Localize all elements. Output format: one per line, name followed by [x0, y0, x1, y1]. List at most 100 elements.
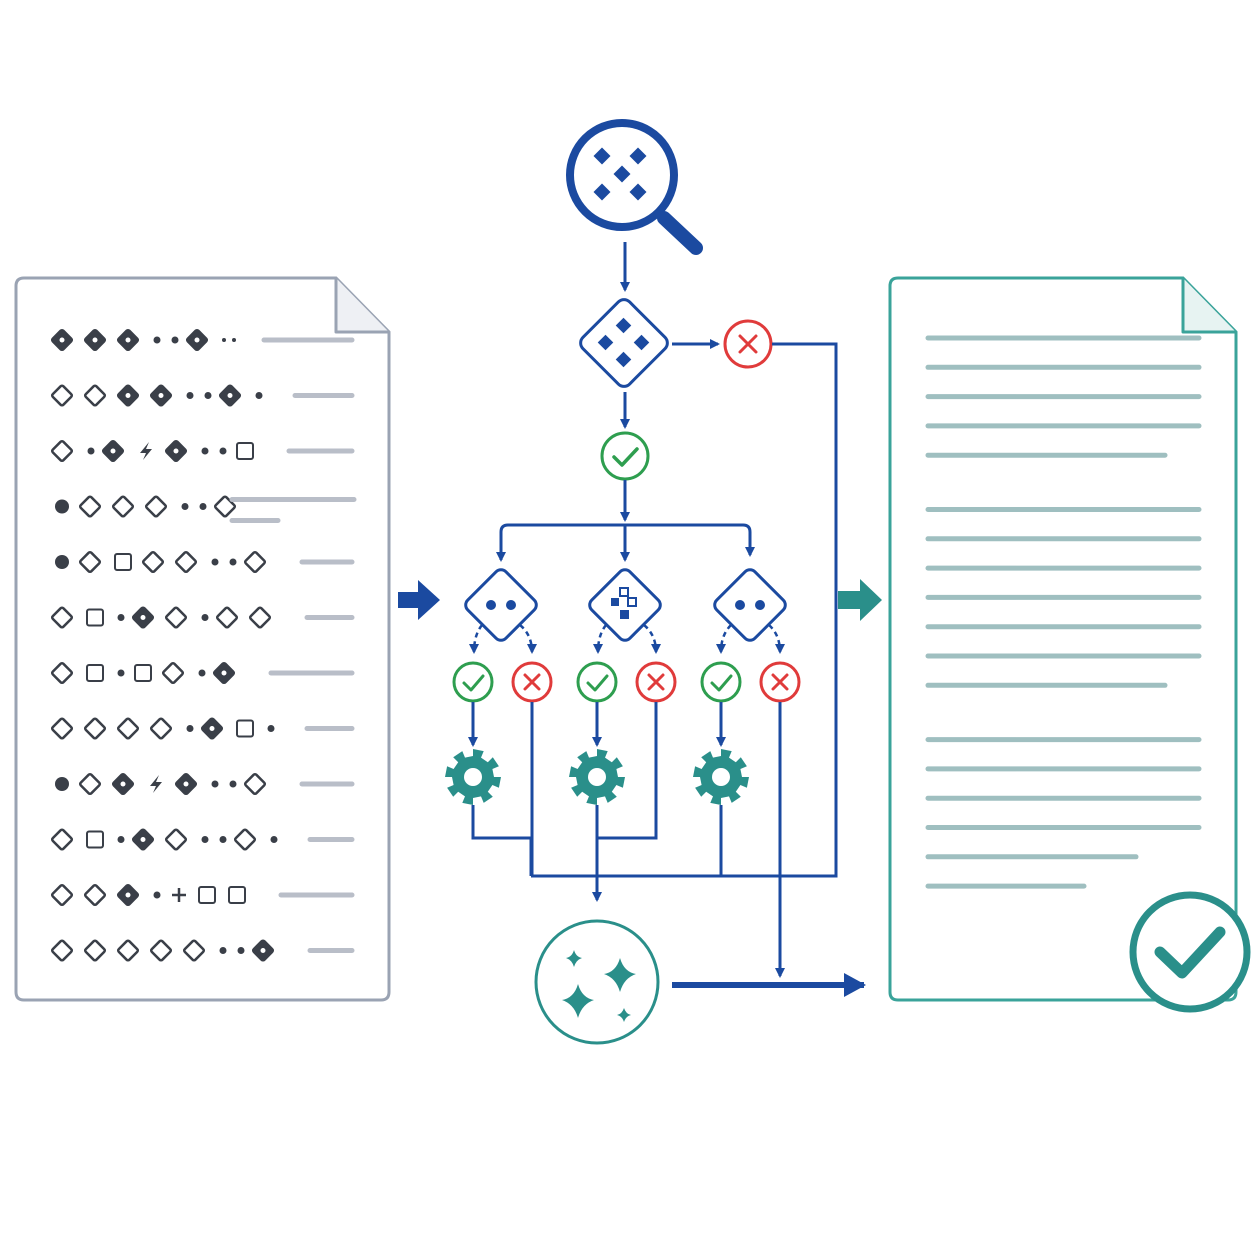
sparkles-icon — [534, 919, 660, 1045]
x-circle-icon — [723, 319, 773, 369]
outline-diamond-glyph — [233, 828, 257, 851]
dot-glyph — [219, 947, 227, 954]
outline-diamond-glyph — [50, 939, 74, 962]
dot-glyph — [87, 447, 95, 455]
dot-glyph — [201, 447, 209, 455]
plus-glyph — [172, 888, 186, 902]
dot-glyph — [117, 836, 125, 843]
outline-diamond-glyph — [50, 606, 74, 629]
outline-diamond-glyph — [149, 939, 173, 962]
glyph-row — [50, 606, 355, 629]
output-document-lines — [925, 335, 1202, 889]
dot-glyph — [204, 392, 212, 399]
dot-glyph — [211, 558, 219, 566]
input-arrow-icon — [398, 580, 440, 620]
outline-diamond-glyph — [248, 606, 272, 629]
dot-glyph — [186, 392, 194, 399]
outline-diamond-glyph — [83, 939, 107, 962]
bolt-glyph — [140, 442, 152, 460]
glyph-row — [50, 717, 355, 740]
outline-diamond-glyph — [243, 550, 267, 574]
outline-diamond-glyph — [78, 495, 102, 518]
square-glyph — [114, 553, 132, 571]
glyph-row — [50, 883, 355, 907]
glyph-row — [55, 495, 357, 523]
glyph-row — [50, 384, 355, 407]
dot-glyph — [211, 780, 219, 788]
square-glyph — [86, 830, 104, 849]
dot-glyph — [222, 338, 226, 342]
dot-glyph — [117, 614, 125, 621]
outline-diamond-glyph — [83, 883, 107, 907]
dot-glyph — [229, 780, 237, 788]
outline-diamond-glyph — [144, 495, 168, 518]
dot-glyph — [117, 669, 125, 677]
square-glyph — [134, 664, 152, 682]
x-circle-icon — [511, 661, 553, 703]
outline-diamond-glyph — [174, 550, 198, 574]
dot-glyph — [201, 614, 209, 621]
outline-diamond-glyph — [243, 772, 267, 796]
dot-glyph — [270, 836, 278, 843]
output-document — [888, 276, 1251, 1013]
dot-glyph — [55, 777, 69, 791]
dot-glyph — [199, 503, 207, 510]
x-circle-icon — [759, 661, 801, 703]
pipeline — [445, 119, 866, 1045]
square-glyph — [236, 442, 254, 460]
dot-glyph — [255, 392, 263, 399]
outline-diamond-glyph — [83, 717, 107, 740]
diamond-decision-icon — [579, 298, 669, 388]
outline-diamond-glyph — [164, 606, 188, 629]
outline-diamond-glyph — [50, 661, 74, 685]
glyph-row — [50, 828, 355, 851]
glyph-row — [55, 550, 355, 574]
dot-glyph — [198, 669, 206, 677]
check-badge-icon — [1129, 891, 1251, 1013]
dot-glyph — [219, 836, 227, 843]
magnifier-icon — [566, 119, 703, 255]
dot-glyph — [237, 947, 245, 954]
check-circle-icon — [576, 661, 618, 703]
outline-diamond-glyph — [83, 384, 107, 407]
gear-icon — [693, 749, 749, 805]
square-glyph — [236, 719, 254, 738]
outline-diamond-glyph — [50, 883, 74, 907]
outline-diamond-glyph — [50, 717, 74, 740]
output-arrow-icon — [838, 579, 882, 621]
square-glyph — [198, 886, 216, 904]
input-document-fold — [334, 278, 389, 334]
outline-diamond-glyph — [116, 939, 140, 962]
check-circle-icon — [700, 661, 742, 703]
check-circle-icon — [452, 661, 494, 703]
check-circle-icon — [600, 431, 650, 481]
outline-diamond-glyph — [50, 828, 74, 851]
dot-glyph — [181, 503, 189, 510]
outline-diamond-glyph — [141, 550, 165, 574]
outline-diamond-glyph — [182, 939, 206, 962]
dot-glyph — [201, 836, 209, 843]
outline-diamond-glyph — [78, 772, 102, 796]
dot-glyph — [153, 336, 161, 344]
glyph-row — [50, 939, 355, 962]
square-glyph — [228, 886, 246, 904]
glyph-row — [55, 772, 355, 796]
outline-diamond-glyph — [215, 606, 239, 629]
square-glyph — [86, 664, 104, 682]
dot-glyph — [55, 555, 69, 569]
diamond-two-dots-icon — [464, 568, 538, 642]
dot-glyph — [171, 336, 179, 344]
outline-diamond-glyph — [50, 439, 74, 463]
dot-glyph — [267, 725, 275, 732]
gear-icon — [569, 749, 625, 805]
gear-icon — [445, 749, 501, 805]
x-circle-icon — [635, 661, 677, 703]
diamond-two-dots-icon — [713, 568, 787, 642]
glyph-row — [50, 439, 355, 463]
outline-diamond-glyph — [161, 661, 185, 685]
outline-diamond-glyph — [149, 717, 173, 740]
outline-diamond-glyph — [78, 550, 102, 574]
bolt-glyph — [150, 775, 162, 793]
square-glyph — [86, 608, 104, 627]
